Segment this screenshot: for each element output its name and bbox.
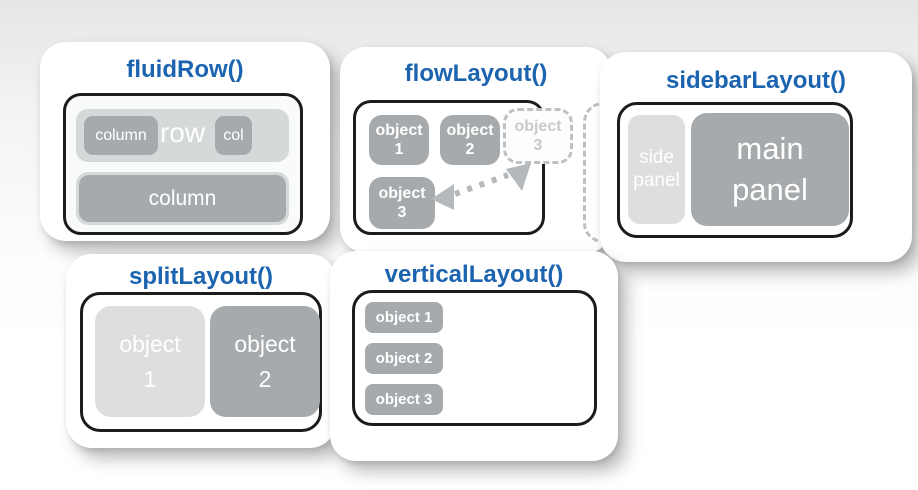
sidebarlayout-title: sidebarLayout() [665, 67, 847, 94]
column-chip: column [84, 116, 158, 155]
split-object-1: object 1 [95, 306, 205, 417]
fluidrow-container-box: column row col column [63, 93, 303, 235]
flow-object-3-ghost-number: 3 [533, 137, 543, 154]
second-row-container: column [76, 172, 289, 225]
flowlayout-title: flowLayout() [404, 60, 548, 87]
vertical-object-1: object 1 [365, 302, 443, 333]
side-panel-label-line1: side [639, 146, 674, 168]
full-width-column-bar: column [79, 175, 286, 222]
wrap-direction-arrow-icon [431, 163, 531, 210]
sidebarlayout-card: sidebarLayout() side panel main panel [600, 52, 912, 262]
verticallayout-title: verticalLayout() [384, 261, 564, 288]
verticallayout-card: verticalLayout() object 1 object 2 objec… [330, 251, 618, 461]
vertical-object-2: object 2 [365, 343, 443, 374]
main-panel-label-line1: main [736, 131, 804, 167]
vertical-object-3: object 3 [365, 384, 443, 415]
flow-object-3-ghost: object 3 [503, 108, 573, 164]
flow-object-2: object 2 [440, 115, 500, 165]
sidebarlayout-container-box: side panel main panel [617, 102, 853, 238]
flow-object-1: object 1 [369, 115, 429, 165]
main-panel: main panel [691, 113, 849, 226]
overflow-ghost-container-box [583, 102, 612, 243]
split-object-2-number: 2 [258, 365, 272, 392]
row-label: row [159, 117, 206, 148]
splitlayout-card: splitLayout() object 1 object 2 [66, 254, 336, 448]
splitlayout-container-box: object 1 object 2 [80, 292, 322, 432]
fluidrow-title: fluidRow() [126, 56, 244, 83]
verticallayout-container-box: object 1 object 2 object 3 [352, 290, 597, 426]
split-object-1-number: 1 [143, 365, 157, 392]
flow-object-3-ghost-label: object [514, 117, 562, 135]
flow-object-2-label: object [446, 121, 494, 139]
split-object-2: object 2 [210, 306, 320, 417]
split-object-2-label: object [234, 331, 296, 357]
row-container: column row col [76, 109, 289, 162]
flow-object-3: object 3 [369, 177, 435, 229]
flowlayout-card: flowLayout() object 1 object 2 object 3 … [340, 47, 612, 253]
flow-object-3-label: object [378, 184, 426, 202]
flow-object-2-number: 2 [465, 141, 475, 158]
split-object-1-label: object [119, 331, 181, 357]
flow-object-3-number: 3 [397, 204, 407, 221]
side-panel-label-line2: panel [633, 169, 680, 191]
fluidrow-card: fluidRow() column row col column [40, 42, 330, 241]
flow-object-1-label: object [375, 121, 423, 139]
splitlayout-title: splitLayout() [129, 263, 273, 290]
col-chip: col [215, 116, 252, 155]
flow-object-1-number: 1 [394, 141, 404, 158]
main-panel-label-line2: panel [732, 171, 808, 207]
side-panel: side panel [628, 115, 685, 224]
